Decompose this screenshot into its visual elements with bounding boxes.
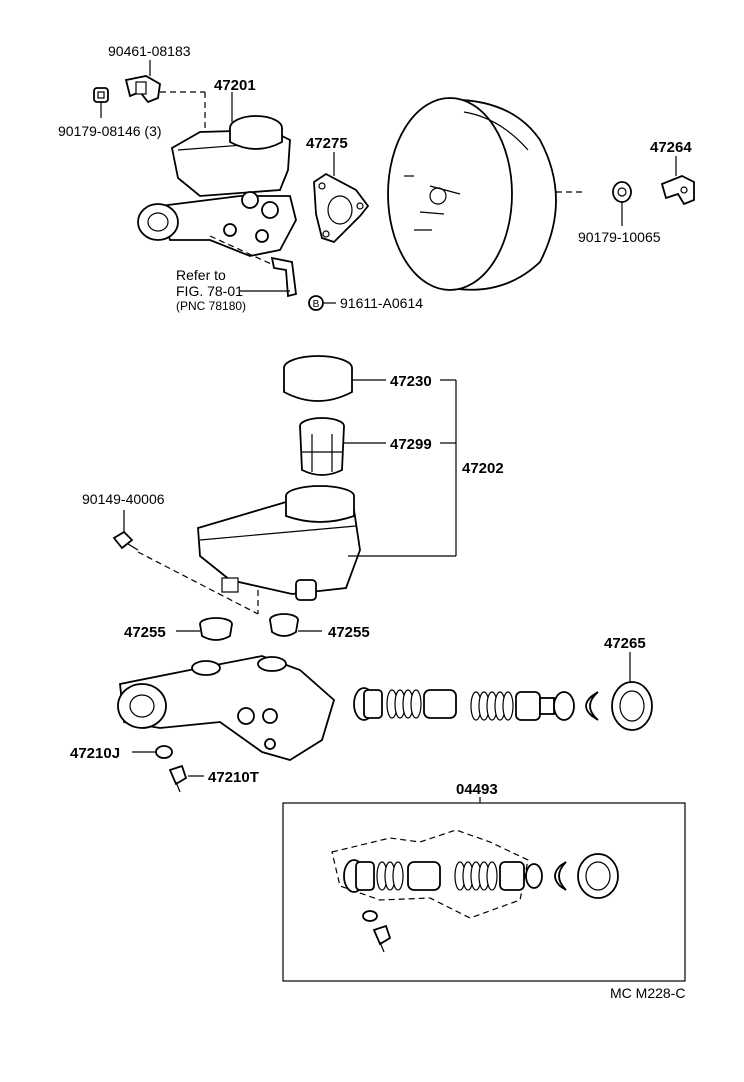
grommet-right — [269, 613, 299, 637]
spring-secondary — [470, 691, 514, 721]
strainer — [299, 417, 345, 476]
label-bolt-ref: 91611-A0614 — [340, 295, 423, 311]
label-cap: 47230 — [390, 373, 432, 390]
label-strainer: 47299 — [390, 436, 432, 453]
label-gasket: 47275 — [306, 135, 348, 152]
spring-primary — [386, 689, 422, 719]
label-boot: 47265 — [604, 635, 646, 652]
reservoir-body — [197, 485, 361, 601]
label-grommet-right: 47255 — [328, 624, 370, 641]
kit-contents — [331, 829, 619, 953]
nut-part — [93, 87, 109, 103]
label-reservoir-assy: 47202 — [462, 460, 504, 477]
small-bolt — [168, 764, 188, 793]
gasket-plate — [313, 172, 370, 244]
boot-part — [611, 681, 653, 731]
booster-nut — [612, 181, 632, 203]
label-pin: 90149-40006 — [82, 491, 165, 507]
bolt-symbol-letter: B — [313, 299, 320, 310]
clevis-part — [660, 175, 695, 206]
label-grommet-left: 47255 — [124, 624, 166, 641]
label-nut-3: 90179-08146 (3) — [58, 123, 162, 139]
label-bracket-top: 90461-08183 — [108, 43, 191, 59]
label-master-cylinder-assy: 47201 — [214, 77, 256, 94]
pipe-bracket — [270, 256, 297, 298]
brake-booster — [387, 97, 585, 291]
label-nut-booster: 90179-10065 — [578, 229, 661, 245]
snap-ring — [585, 691, 599, 721]
master-cylinder-top — [137, 115, 297, 269]
bolt-symbol: B — [308, 295, 324, 311]
label-refer-2: FIG. 78-01 — [176, 283, 243, 299]
label-kit: 04493 — [456, 781, 498, 798]
reservoir-cap — [283, 355, 353, 402]
master-cylinder-body — [117, 655, 336, 761]
grommet-left — [199, 617, 233, 641]
label-clevis: 47264 — [650, 139, 692, 156]
label-refer-1: Refer to — [176, 267, 226, 283]
piston-assembly — [353, 687, 575, 721]
pin-part — [112, 530, 139, 551]
label-small-bolt: 47210T — [208, 769, 259, 786]
small-gasket — [155, 745, 173, 759]
label-figure-code: MC M228-C — [610, 985, 685, 1001]
kit-box — [282, 802, 686, 982]
label-small-gasket: 47210J — [70, 745, 120, 762]
label-refer-3: (PNC 78180) — [176, 299, 246, 313]
